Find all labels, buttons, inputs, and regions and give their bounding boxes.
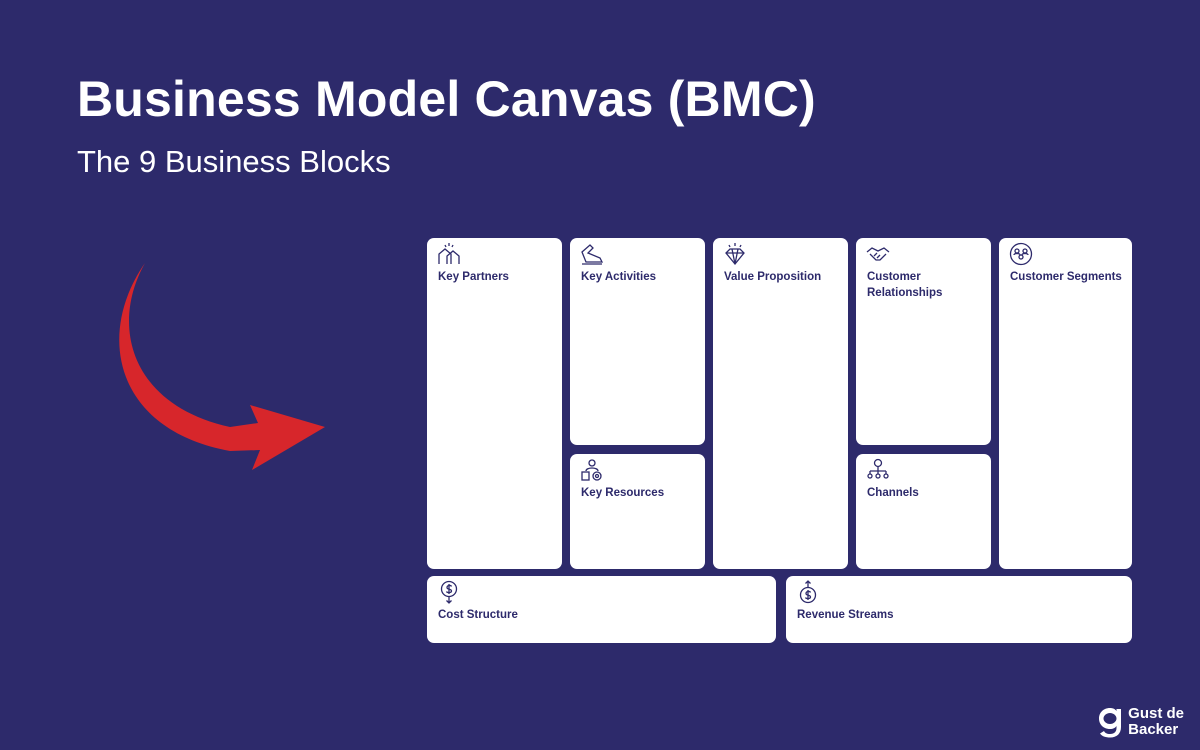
handshake-icon: [866, 242, 890, 266]
block-label: Customer Relationships: [867, 271, 943, 299]
person-target-icon: [580, 458, 604, 482]
block-key-partners[interactable]: Key Partners: [427, 238, 562, 569]
dollar-down-icon: [437, 580, 461, 604]
handshake-house-icon: [437, 242, 461, 266]
block-label: Value Proposition: [724, 271, 822, 283]
page-title: Business Model Canvas (BMC): [77, 71, 816, 127]
block-label: Revenue Streams: [797, 609, 894, 621]
diamond-icon: [723, 242, 747, 266]
brand-name: Gust de Backer: [1128, 705, 1184, 738]
block-value-proposition[interactable]: Value Proposition: [713, 238, 848, 569]
block-key-activities[interactable]: Key Activities: [570, 238, 705, 445]
block-channels[interactable]: Channels: [856, 454, 991, 569]
block-label: Channels: [867, 487, 919, 499]
g-logo-icon: [1099, 708, 1122, 738]
block-label: Cost Structure: [438, 609, 518, 621]
page-subtitle: The 9 Business Blocks: [77, 144, 391, 179]
block-label: Customer Segments: [1010, 271, 1122, 283]
block-label: Key Partners: [438, 271, 509, 283]
people-circle-icon: [1009, 242, 1033, 266]
block-label: Key Resources: [581, 487, 665, 499]
curved-arrow-icon: [119, 263, 325, 470]
dollar-up-icon: [796, 580, 820, 604]
network-people-icon: [866, 458, 890, 482]
block-label: Key Activities: [581, 271, 656, 283]
brand-logo: Gust de Backer: [1097, 706, 1184, 738]
block-customer-segments[interactable]: Customer Segments: [999, 238, 1132, 569]
block-key-resources[interactable]: Key Resources: [570, 454, 705, 569]
running-shoe-icon: [580, 242, 604, 266]
block-customer-relationships[interactable]: Customer Relationships: [856, 238, 991, 445]
block-revenue-streams[interactable]: Revenue Streams: [786, 576, 1132, 643]
block-cost-structure[interactable]: Cost Structure: [427, 576, 776, 643]
